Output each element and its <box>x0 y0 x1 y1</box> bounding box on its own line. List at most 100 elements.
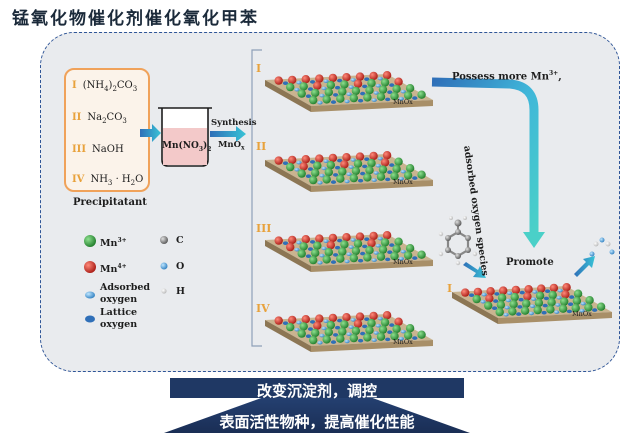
mn4-atom <box>561 290 570 299</box>
oxygen-atom <box>344 99 350 104</box>
precipitant-1: I(NH4)2CO3 <box>72 80 138 93</box>
mn3-atom <box>378 85 388 94</box>
mn3-atom <box>286 322 295 332</box>
mn4-atom <box>328 73 338 83</box>
slab-mnox-label: MnOx <box>393 258 413 266</box>
oxygen-atom <box>321 166 327 171</box>
oxygen-atom <box>377 236 383 241</box>
mn3-atom <box>322 175 331 184</box>
legend-c: C <box>176 235 184 246</box>
oxygen-atom <box>282 241 289 245</box>
oxygen-atom <box>310 240 316 244</box>
mn3-atom <box>585 296 594 305</box>
mn3-atom <box>376 172 386 181</box>
oxygen-atom <box>296 320 302 325</box>
mn3-atom <box>380 318 390 327</box>
oxygen-atom <box>387 330 393 335</box>
oxygen-atom <box>518 297 524 302</box>
oxygen-atom <box>323 239 329 243</box>
oxygen-atom <box>398 256 404 261</box>
oxygen-atom <box>317 180 323 185</box>
mn3-atom <box>286 82 295 92</box>
mn3-atom <box>571 303 580 313</box>
oxygen-atom <box>516 312 522 316</box>
mn3-atom <box>533 305 542 315</box>
oxygen-atom <box>557 288 563 293</box>
oxygen-atom <box>344 179 350 184</box>
mn3-atom <box>336 334 345 343</box>
oxygen-atom <box>579 308 585 313</box>
oxygen-atom <box>385 257 391 262</box>
oxygen-atom <box>360 91 366 96</box>
mn3-atom <box>349 93 358 103</box>
oxygen-atom <box>323 79 329 83</box>
mn3-atom <box>392 244 401 254</box>
oxygen-atom <box>330 180 337 184</box>
oxygen-atom <box>296 240 302 245</box>
catalyst-bracket <box>251 49 262 347</box>
mn3-atom <box>405 84 415 93</box>
mn4-atom <box>369 231 378 241</box>
legend-adsorbed-icon <box>85 291 95 299</box>
mn3-atom <box>299 322 308 331</box>
mn4-atom <box>380 158 390 167</box>
oxygen-atom <box>387 90 393 94</box>
oxygen-atom <box>321 86 327 91</box>
oxygen-atom <box>371 258 377 262</box>
mn3-atom <box>394 157 403 166</box>
oxygen-atom <box>350 318 356 322</box>
oxygen-atom <box>373 331 379 335</box>
mn3-atom <box>309 255 318 265</box>
oxygen-atom <box>580 301 586 306</box>
mn3-atom <box>547 298 556 307</box>
oxygen-atom <box>385 337 391 342</box>
mn4-atom <box>342 73 351 82</box>
toluene-molecule-icon <box>438 216 478 266</box>
oxygen-atom <box>528 311 535 316</box>
mn4-atom <box>315 74 324 83</box>
mn4-atom <box>394 317 403 326</box>
mn3-atom <box>484 301 493 310</box>
oxygen-atom <box>387 250 393 254</box>
mn4-atom <box>382 311 392 320</box>
mn3-atom <box>403 171 413 180</box>
oxygen-atom <box>385 177 391 182</box>
oxygen-atom <box>532 290 538 294</box>
mn3-atom <box>340 240 349 249</box>
mn4-atom <box>549 283 559 293</box>
mn4-atom <box>499 286 508 295</box>
oxygen-atom <box>373 171 379 175</box>
mn3-atom <box>596 302 606 311</box>
oxygen-atom <box>333 333 339 337</box>
catalyst-slab-result: MnOx <box>452 283 612 324</box>
mn3-atom <box>297 329 306 338</box>
mn3-atom <box>522 299 531 308</box>
mn3-atom <box>297 169 306 178</box>
oxygen-atom <box>362 324 368 329</box>
mn4-atom <box>286 242 295 252</box>
oxygen-atom <box>364 317 370 322</box>
mn3-atom <box>496 300 506 310</box>
oxygen-atom <box>330 100 337 104</box>
mn3-atom <box>405 164 415 173</box>
oxygen-atom <box>493 299 499 303</box>
mn4-atom <box>369 151 378 161</box>
mn4-atom <box>299 162 308 171</box>
oxygen-atom <box>294 167 300 172</box>
mn4-atom <box>274 156 283 165</box>
mn3-atom <box>349 333 358 343</box>
catalyst-slab-4: MnOx <box>265 311 433 352</box>
catalyst-num-1: I <box>256 62 262 75</box>
oxygen-atom <box>371 338 377 342</box>
mn4-atom <box>523 292 532 301</box>
mn3-atom <box>309 175 318 185</box>
mn4-atom <box>369 71 378 81</box>
slab-mnox-label: MnOx <box>393 338 413 346</box>
mn4-atom <box>342 233 351 242</box>
mn3-atom <box>546 305 555 314</box>
oxygen-atom <box>375 243 381 248</box>
result-catalyst-num: I <box>447 282 453 295</box>
oxygen-atom <box>377 156 383 161</box>
mn3-atom <box>417 170 426 179</box>
mn4-atom <box>328 153 338 163</box>
